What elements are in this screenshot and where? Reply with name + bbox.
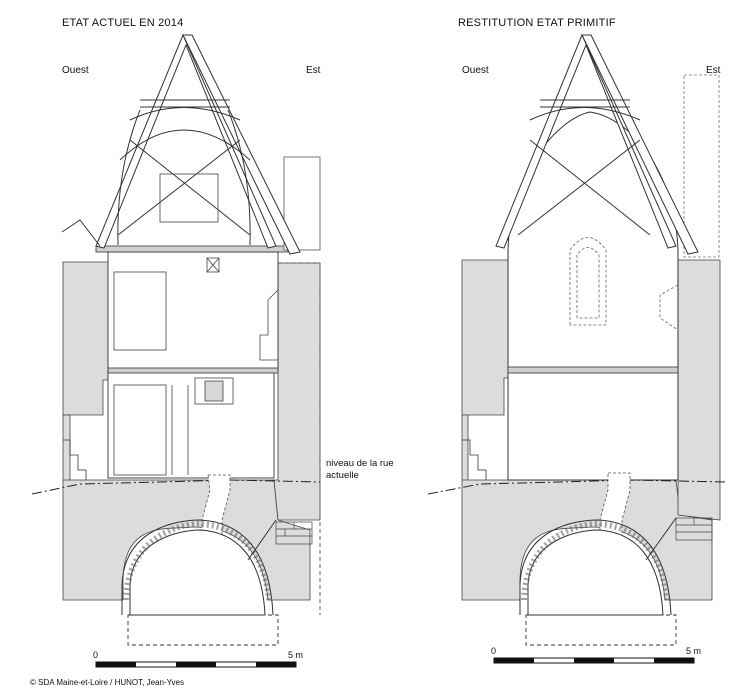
copyright-credit: © SDA Maine-et-Loire / HUNOT, Jean-Yves — [30, 678, 184, 687]
west-step-profile-restitution — [462, 439, 487, 480]
panel-current-state: ETAT ACTUEL EN 2014 Ouest Est — [31, 17, 394, 646]
cellar-arch-current — [121, 519, 279, 646]
masonry-walls-current — [62, 261, 321, 601]
west-label-current: Ouest — [62, 65, 89, 76]
brick-detail-restitution — [675, 517, 713, 541]
roof-truss-restitution — [495, 33, 699, 255]
panel-title-restitution: RESTITUTION ETAT PRIMITIF — [458, 17, 616, 29]
interior-rooms-current — [107, 251, 279, 479]
scale-end-left: 5 m — [288, 650, 303, 660]
gable-window-current — [159, 173, 219, 223]
east-label-restitution: Est — [706, 65, 721, 76]
street-level-line-current — [31, 479, 321, 495]
panel-title-current: ETAT ACTUEL EN 2014 — [62, 17, 183, 29]
brick-detail-current — [275, 521, 313, 545]
street-level-label-line1: niveau de la rue — [326, 458, 394, 469]
street-level-label-line2: actuelle — [326, 470, 359, 481]
west-step-profile-current — [63, 439, 87, 480]
panel-restitution: RESTITUTION ETAT PRIMITIF Ouest Est — [427, 17, 726, 646]
diagonal-wall-restitution — [645, 517, 677, 561]
dashed-wall-detail-restitution — [659, 284, 679, 331]
masonry-walls-restitution — [461, 259, 721, 601]
scale-start-right: 0 — [491, 646, 496, 656]
east-label-current: Est — [306, 65, 321, 76]
floor-beam-restitution — [507, 366, 679, 374]
cellar-arch-restitution — [519, 519, 677, 646]
scale-end-right: 5 m — [686, 646, 701, 656]
street-level-line-restitution — [427, 479, 726, 495]
dashed-outline-east-current — [278, 262, 321, 615]
scale-bar-right: 0 5 m — [491, 646, 701, 664]
scale-bar-left: 0 5 m — [93, 650, 303, 668]
diagonal-wall-current — [247, 519, 277, 561]
scale-start-left: 0 — [93, 650, 98, 660]
wall-openings-current — [113, 257, 279, 476]
west-label-restitution: Ouest — [462, 65, 489, 76]
roof-truss-current — [61, 33, 301, 255]
chimney-restitution — [683, 74, 720, 258]
lancet-window-restitution — [569, 237, 607, 326]
